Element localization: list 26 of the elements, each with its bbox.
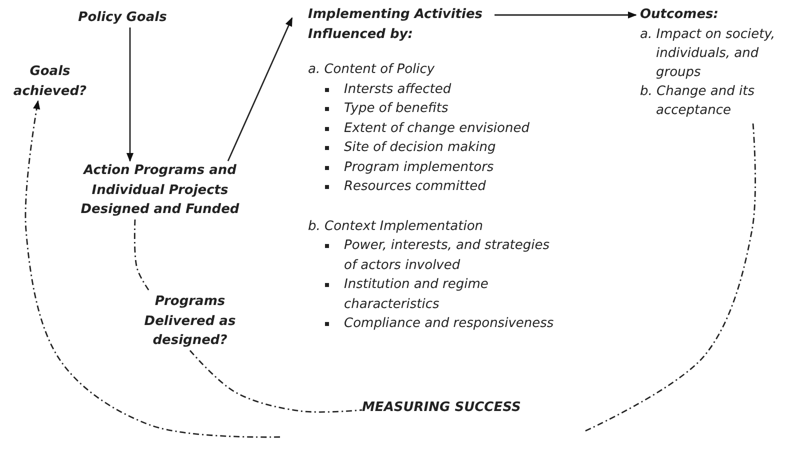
bullet-item: Program implementors (308, 158, 559, 177)
bullet-item: Intersts affected (308, 80, 559, 99)
arrow (494, 11, 637, 19)
dash-dot-curve (24, 100, 280, 438)
bullet-item: Site of decision making (308, 138, 559, 158)
bullet-item: Resources committed (308, 177, 559, 196)
dash-dot-curve (582, 123, 756, 433)
heading: Outcomes: (640, 6, 720, 24)
dash-dot-curve (134, 219, 151, 292)
list-item: b. Change and its acceptance (640, 82, 756, 120)
title-label: MEASURING SUCCESS (362, 398, 562, 418)
arrow (227, 17, 293, 162)
bullet-item: Power, interests, and strategies of actors involved (308, 236, 559, 275)
bullet-item: Type of benefits (308, 99, 559, 118)
subheading: b. Context Implementation (308, 218, 484, 236)
heading: Implementing Activities Influenced by: (308, 6, 484, 44)
arrow (126, 28, 134, 162)
goal-label: Policy Goals (60, 8, 185, 28)
question-label: Goals achieved? (6, 62, 94, 101)
question-label: Programs Delivered as designed? (130, 292, 250, 350)
subheading: a. Content of Policy (308, 61, 436, 79)
bullet-item: Extent of change envisioned (308, 118, 559, 138)
bullet-item: Institution and regime characteristics (308, 275, 559, 314)
bullet-item: Compliance and responsiveness (308, 314, 559, 334)
dash-dot-curve (189, 350, 362, 413)
step-label: Action Programs and Individual Projects Designed and Funded (72, 161, 248, 220)
